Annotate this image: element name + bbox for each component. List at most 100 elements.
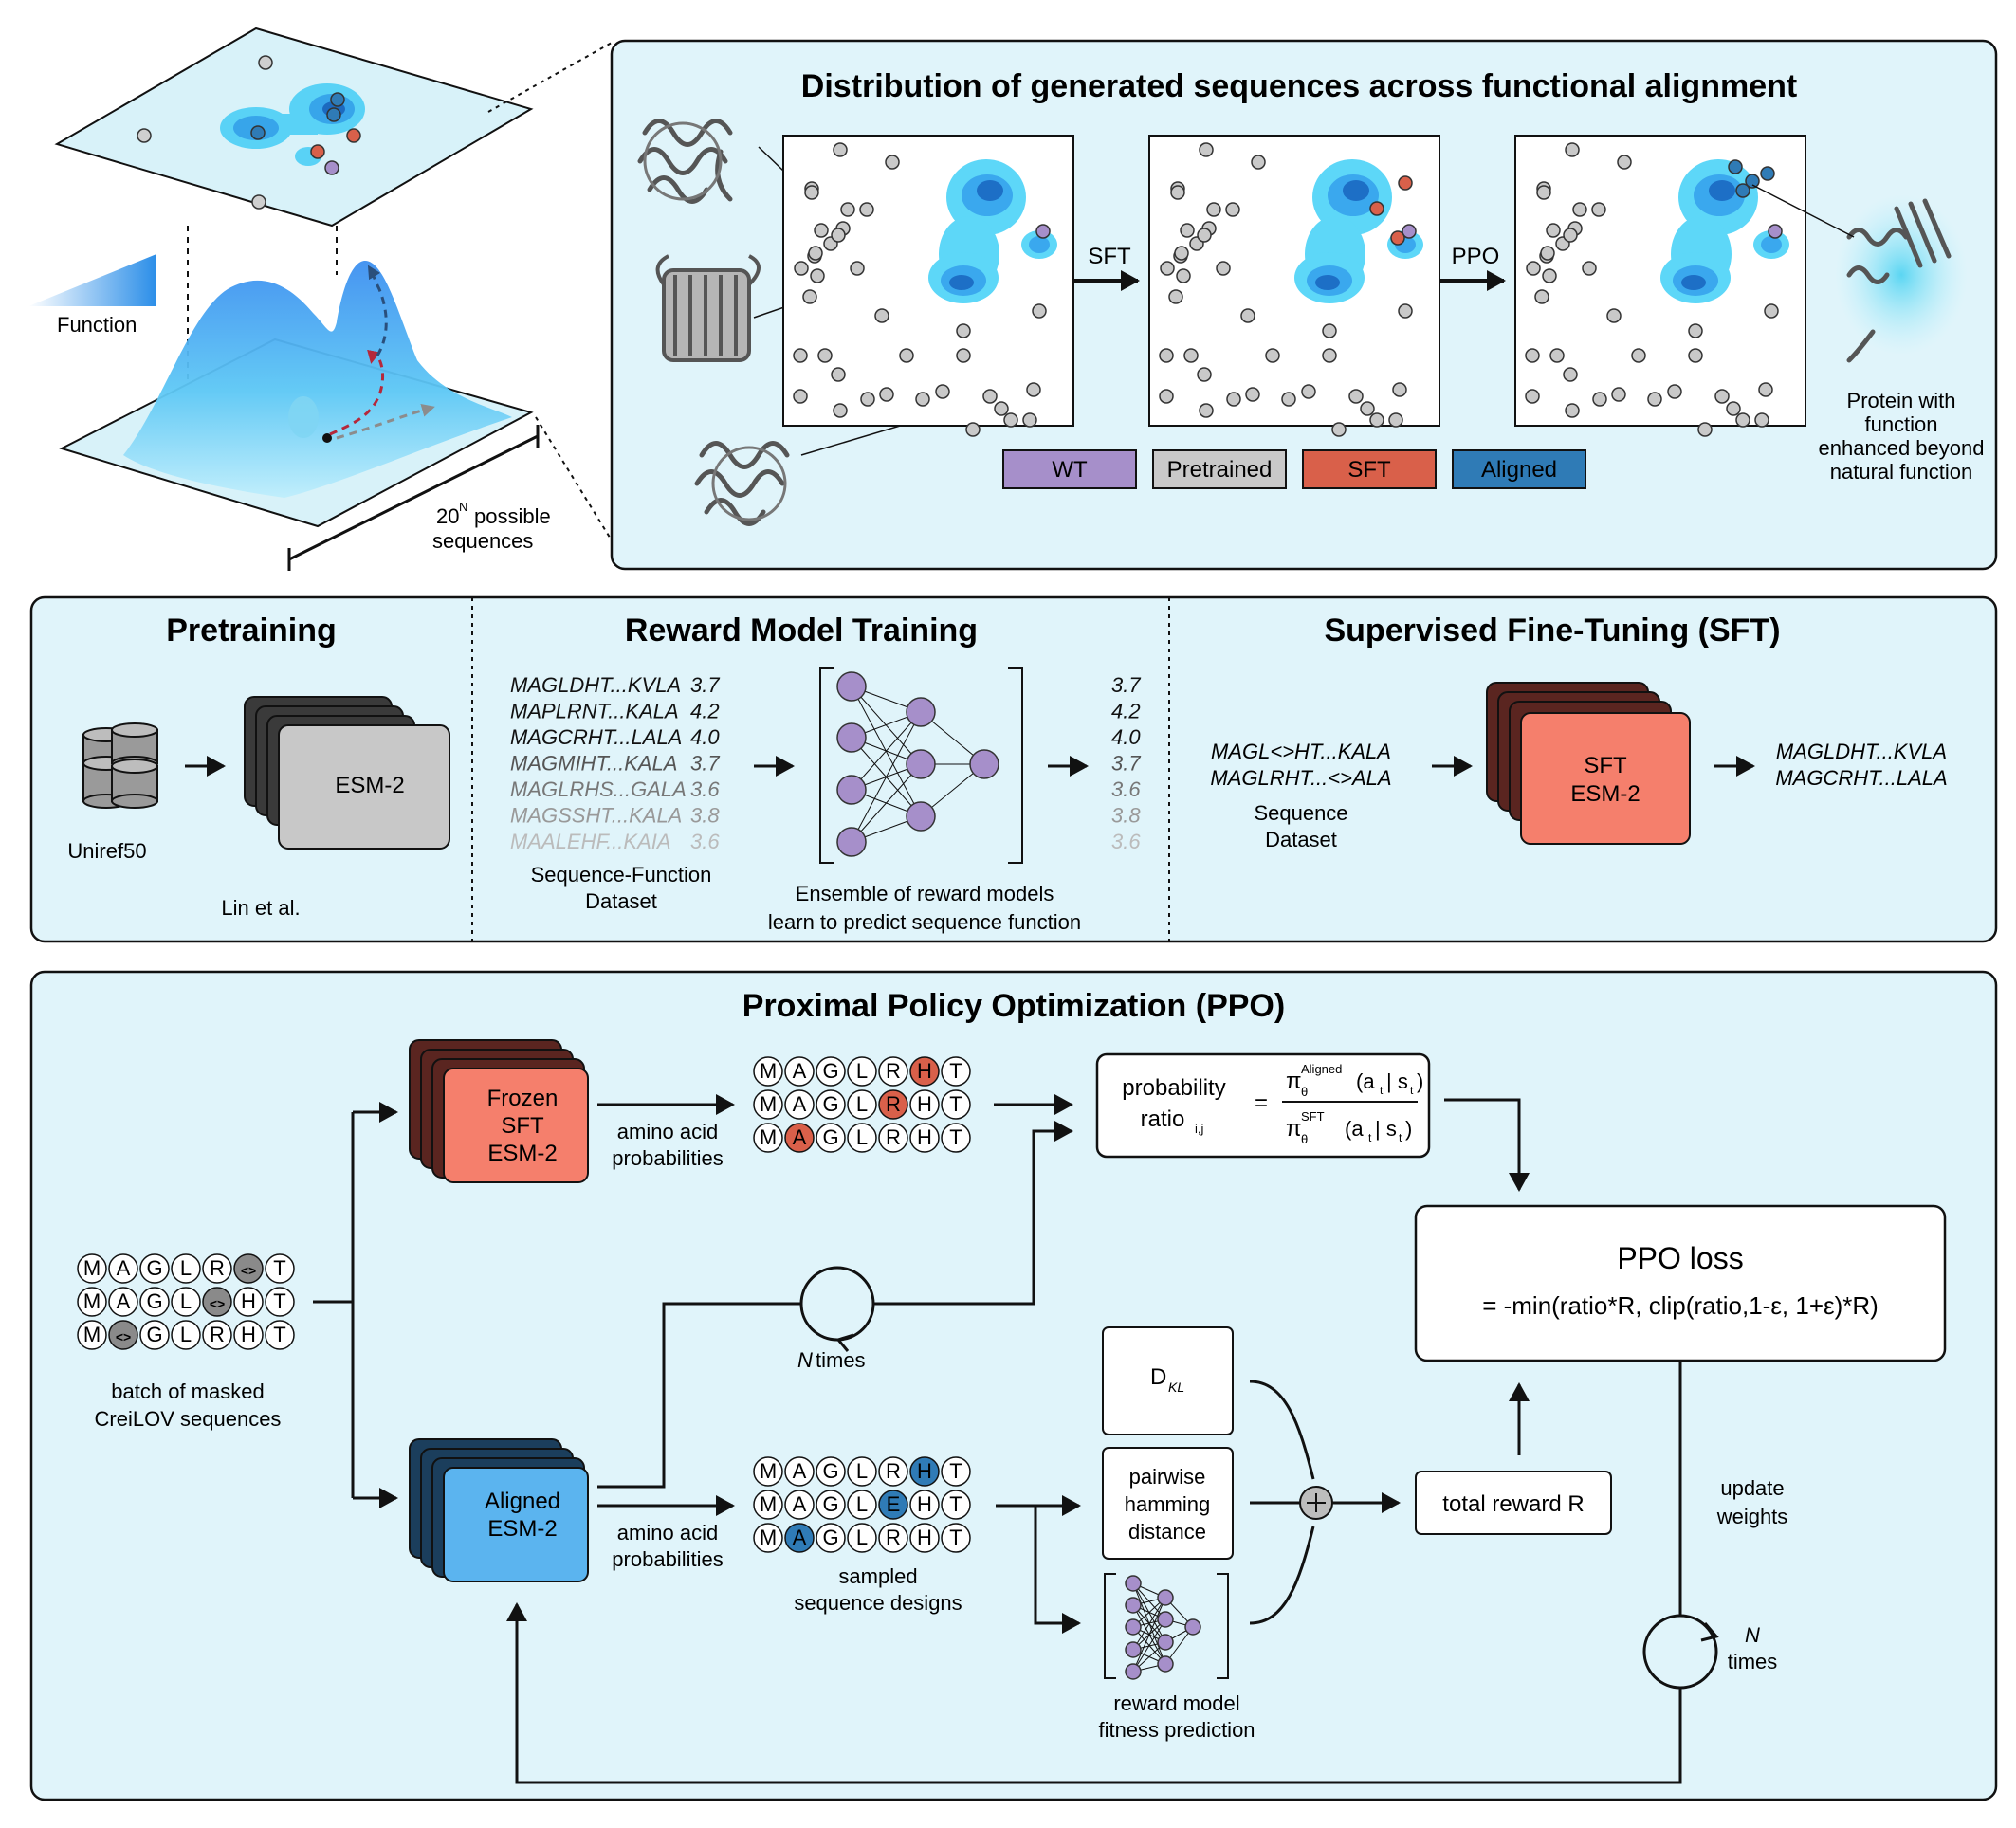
- amino-acid-cell: [816, 1456, 846, 1487]
- ppo-title: Proximal Policy Optimization (PPO): [742, 988, 1285, 1024]
- protein-caption-4: natural function: [1830, 460, 1972, 484]
- sft-dataset-label-1: Sequence: [1254, 801, 1347, 825]
- pretrained-point: [1251, 155, 1266, 170]
- esm2-label: ESM-2: [335, 773, 404, 798]
- hamming-label-2: hamming: [1125, 1492, 1210, 1516]
- seq-function-label-2: Dataset: [585, 889, 657, 913]
- amino-acid-cell: [753, 1456, 783, 1487]
- aligned-aa-prob-1: amino acid: [617, 1521, 718, 1545]
- pretrained-point: [1026, 382, 1041, 397]
- amino-acid-cell: [753, 1123, 783, 1153]
- amino-acid-letter: L: [856, 1459, 868, 1483]
- amino-acid-cell: [265, 1320, 295, 1350]
- pretrained-point: [1199, 142, 1214, 157]
- pretrained-point: [810, 268, 825, 283]
- amino-acid-letter: G: [822, 1125, 838, 1149]
- network-node: [969, 749, 999, 779]
- amino-acid-letter: L: [856, 1092, 868, 1116]
- pretrained-point: [1565, 403, 1580, 418]
- pretrained-point: [1348, 389, 1364, 404]
- pretrained-point: [1322, 323, 1337, 338]
- amino-acid-cell: [878, 1523, 908, 1553]
- pretrained-point: [1225, 202, 1240, 217]
- pretrained-point: [1697, 422, 1713, 437]
- pi-sft: π: [1286, 1116, 1302, 1142]
- amino-acid-letter: M: [83, 1256, 101, 1280]
- reward-output-1: 3.7: [1111, 673, 1141, 697]
- pretrained-point: [1199, 403, 1214, 418]
- amino-acid-letter: L: [856, 1526, 868, 1549]
- wt-point: [1402, 224, 1417, 239]
- amino-acid-letter: L: [856, 1125, 868, 1149]
- training-panel: Pretraining Uniref50 ESM-2 Lin et al. Re…: [29, 595, 1998, 943]
- network-node: [1125, 1618, 1142, 1636]
- reward-seq-4: MAGMIHT...KALA: [510, 752, 677, 776]
- pretrained-point: [1032, 303, 1047, 319]
- function-gradient-legend: [28, 254, 156, 306]
- network-node: [836, 671, 867, 702]
- legend-aligned-swatch: [1452, 449, 1586, 489]
- pretrained-point: [1003, 412, 1018, 428]
- network-node: [1125, 1641, 1142, 1658]
- amino-acid-letter: T: [273, 1256, 285, 1280]
- pretrained-point: [1735, 412, 1750, 428]
- pretrained-point: [1688, 323, 1703, 338]
- scatter-panel-1: [782, 135, 1074, 437]
- amino-acid-cell: [847, 1523, 877, 1553]
- pretrained-point: [1534, 289, 1549, 304]
- amino-acid-letter: L: [180, 1289, 192, 1313]
- network-node: [1157, 1589, 1174, 1606]
- reward-seq-3: MAGCRHT...LALA: [510, 725, 682, 749]
- amino-acid-cell: [77, 1320, 107, 1350]
- amino-acid-letter: A: [793, 1492, 807, 1516]
- amino-acid-letter: H: [917, 1492, 932, 1516]
- protein-caption-1: Protein with: [1847, 389, 1956, 412]
- amino-acid-cell: [139, 1287, 170, 1317]
- amino-acid-letter: G: [822, 1092, 838, 1116]
- amino-acid-cell: [878, 1123, 908, 1153]
- rm-label-2: fitness prediction: [1098, 1718, 1255, 1742]
- amino-acid-letter: T: [949, 1526, 962, 1549]
- pretrained-point: [1592, 392, 1607, 407]
- start-point: [322, 433, 332, 443]
- amino-acid-cell: [233, 1287, 264, 1317]
- amino-acid-cell: [171, 1253, 201, 1284]
- axis-label-1: possible: [474, 504, 551, 528]
- frozen-aa-prob-2: probabilities: [612, 1146, 723, 1170]
- masked-label-1: batch of masked: [111, 1380, 264, 1403]
- amino-acid-letter: H: [917, 1059, 932, 1083]
- amino-acid-cell: [878, 1089, 908, 1120]
- density-blob: [1294, 159, 1423, 303]
- reward-output-5: 3.6: [1111, 777, 1141, 801]
- amino-acid-letter: R: [210, 1323, 225, 1346]
- sft-dataset-label-2: Dataset: [1265, 828, 1337, 851]
- axis-label-2: sequences: [432, 529, 533, 553]
- pretrained-point: [1281, 392, 1296, 407]
- amino-acid-cell: [816, 1089, 846, 1120]
- legend: WT Pretrained SFT Aligned: [1002, 449, 1586, 489]
- pretrained-point: [1606, 308, 1622, 323]
- aligned-point: [1745, 174, 1760, 189]
- seq-function-label-1: Sequence-Function: [531, 863, 712, 887]
- amino-acid-letter: G: [822, 1492, 838, 1516]
- reward-seq-value-2: 4.2: [690, 700, 720, 723]
- scatter-panel-3: [1514, 135, 1806, 437]
- pretrained-point: [1525, 389, 1540, 404]
- pretrained-point: [1240, 308, 1255, 323]
- hamming-label-1: pairwise: [1129, 1465, 1206, 1489]
- outer-n: N: [1745, 1623, 1760, 1647]
- masked-label-2: CreiLOV sequences: [95, 1407, 282, 1431]
- sft-title: Supervised Fine-Tuning (SFT): [1324, 612, 1780, 649]
- amino-acid-cell: [878, 1456, 908, 1487]
- pretrained-point: [965, 422, 981, 437]
- amino-acid-cell: [878, 1056, 908, 1087]
- legend-sft: SFT: [1347, 457, 1391, 483]
- sft-input-1: MAGL<>HT...KALA: [1211, 740, 1391, 763]
- cond-bar-2: | s: [1375, 1117, 1397, 1141]
- pi-sft-sup: SFT: [1301, 1109, 1325, 1124]
- reward-seq-value-7: 3.6: [690, 830, 720, 853]
- total-reward-label: total reward R: [1442, 1491, 1584, 1517]
